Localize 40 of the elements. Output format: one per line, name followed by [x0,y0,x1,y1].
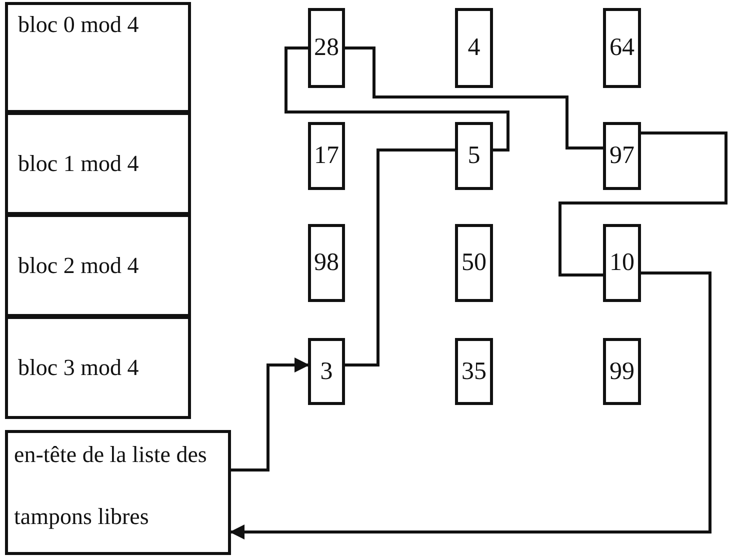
node-text: bloc 0 mod 4 [18,11,139,39]
node-text: 5 [468,141,480,171]
buffer-box [603,338,641,405]
connector-line [284,46,510,152]
buffer-box [455,338,493,405]
buffer-box [455,224,493,302]
hash-bucket-box [5,112,191,215]
buffer-box [308,122,345,190]
node-text: 4 [468,33,480,63]
buffer-box [603,224,641,302]
arrow [230,272,712,540]
node-text: 99 [610,356,634,386]
node-text: bloc 2 mod 4 [18,252,139,280]
hash-bucket-box [5,214,191,317]
node-text: bloc 3 mod 4 [18,354,139,382]
connector-line [345,148,455,366]
buffer-box [308,224,345,302]
buffer-box [603,8,641,88]
list-header-box [5,430,231,555]
arrow [231,358,310,472]
hash-bucket-box [5,316,191,419]
connector-line [558,132,728,276]
buffer-box [308,8,345,88]
node-text: 17 [314,141,339,171]
hash-bucket-box [5,2,191,113]
node-text: 35 [462,356,486,386]
buffer-box [603,122,641,190]
node-text: 98 [314,248,339,278]
node-text: 28 [314,33,339,63]
node-text: 50 [462,248,486,278]
buffer-box [455,122,493,190]
buffer-box [308,338,345,405]
node-text: 10 [610,248,634,278]
node-text: 64 [610,33,634,63]
node-text: 97 [610,141,634,171]
node-text: 3 [320,356,333,386]
node-text: bloc 1 mod 4 [18,150,139,178]
connector-line [345,46,603,150]
node-text: en-tête de la liste des tampons libres [14,441,208,531]
buffer-box [455,8,493,88]
